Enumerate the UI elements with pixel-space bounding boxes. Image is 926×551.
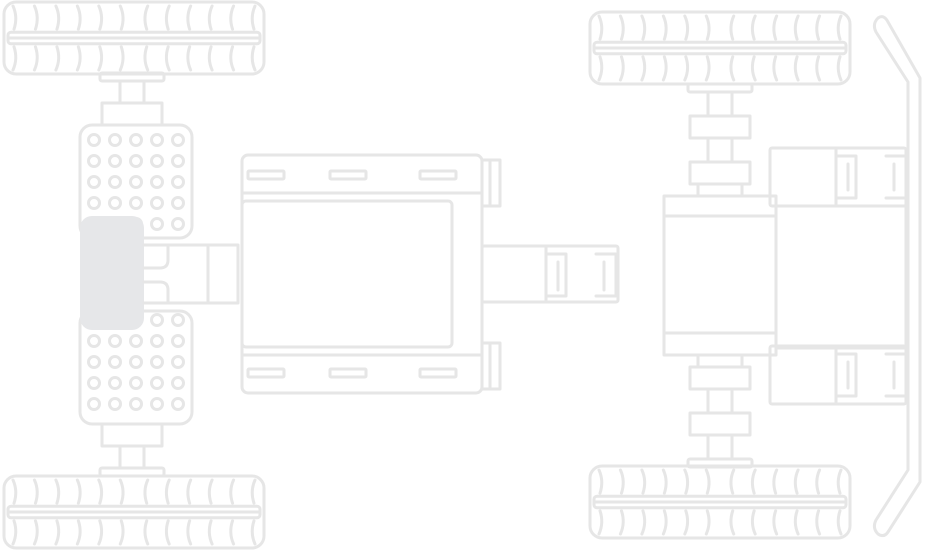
connector-icon xyxy=(480,244,620,304)
wheel-icon xyxy=(588,10,852,86)
axle-connector-top xyxy=(98,71,166,127)
highlight-block xyxy=(80,216,144,330)
axle-stack-top xyxy=(686,82,754,198)
axle-stack-bottom xyxy=(686,353,754,469)
wheel-icon xyxy=(588,464,852,540)
left-vehicle xyxy=(2,0,620,550)
bumper-icon xyxy=(872,15,922,538)
bracket-top xyxy=(768,146,908,208)
wheel-icon xyxy=(2,0,266,76)
chassis-icon xyxy=(240,153,502,395)
axle-connector-bottom xyxy=(98,422,166,478)
neck-connector xyxy=(142,243,240,305)
chassis-icon xyxy=(662,194,908,357)
bracket-bottom xyxy=(768,344,908,406)
right-vehicle xyxy=(588,10,922,540)
wheel-icon xyxy=(2,474,266,550)
